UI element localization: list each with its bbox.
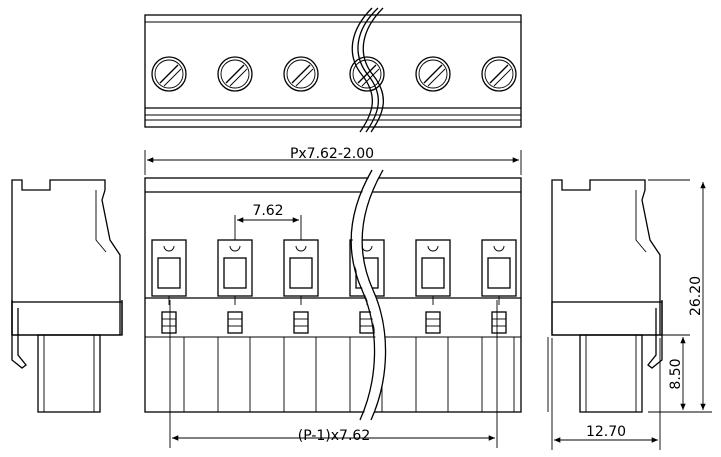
screw-head [415,56,451,92]
wire-cavity [481,239,517,305]
screw-head [217,56,253,92]
contact-window [161,311,177,334]
wire-cavity [151,239,187,305]
screw-head [151,56,187,92]
contact-window [227,311,243,334]
overall-width-label: Px7.62-2.00 [290,146,374,162]
height-label: 26.20 [688,276,704,316]
lower-height-label: 8.50 [668,358,684,389]
screw-head [283,56,319,92]
contact-window [425,311,441,334]
wire-cavity [283,239,319,305]
screw-head [349,56,385,92]
pitch-label: 7.62 [252,203,283,219]
screw-head [481,56,517,92]
contact-window [491,311,507,334]
left-side-view [11,179,123,413]
contact-window [293,311,309,334]
wire-cavity [415,239,451,305]
depth-label: 12.70 [586,424,626,440]
right-side-view: 26.20 8.50 12.70 [551,179,712,450]
wire-cavity [217,239,253,305]
top-view [144,7,522,133]
front-view: Px7.62-2.00 7.62 (P-1)x7.62 [144,145,549,448]
pin-span-label: (P-1)x7.62 [298,428,370,444]
